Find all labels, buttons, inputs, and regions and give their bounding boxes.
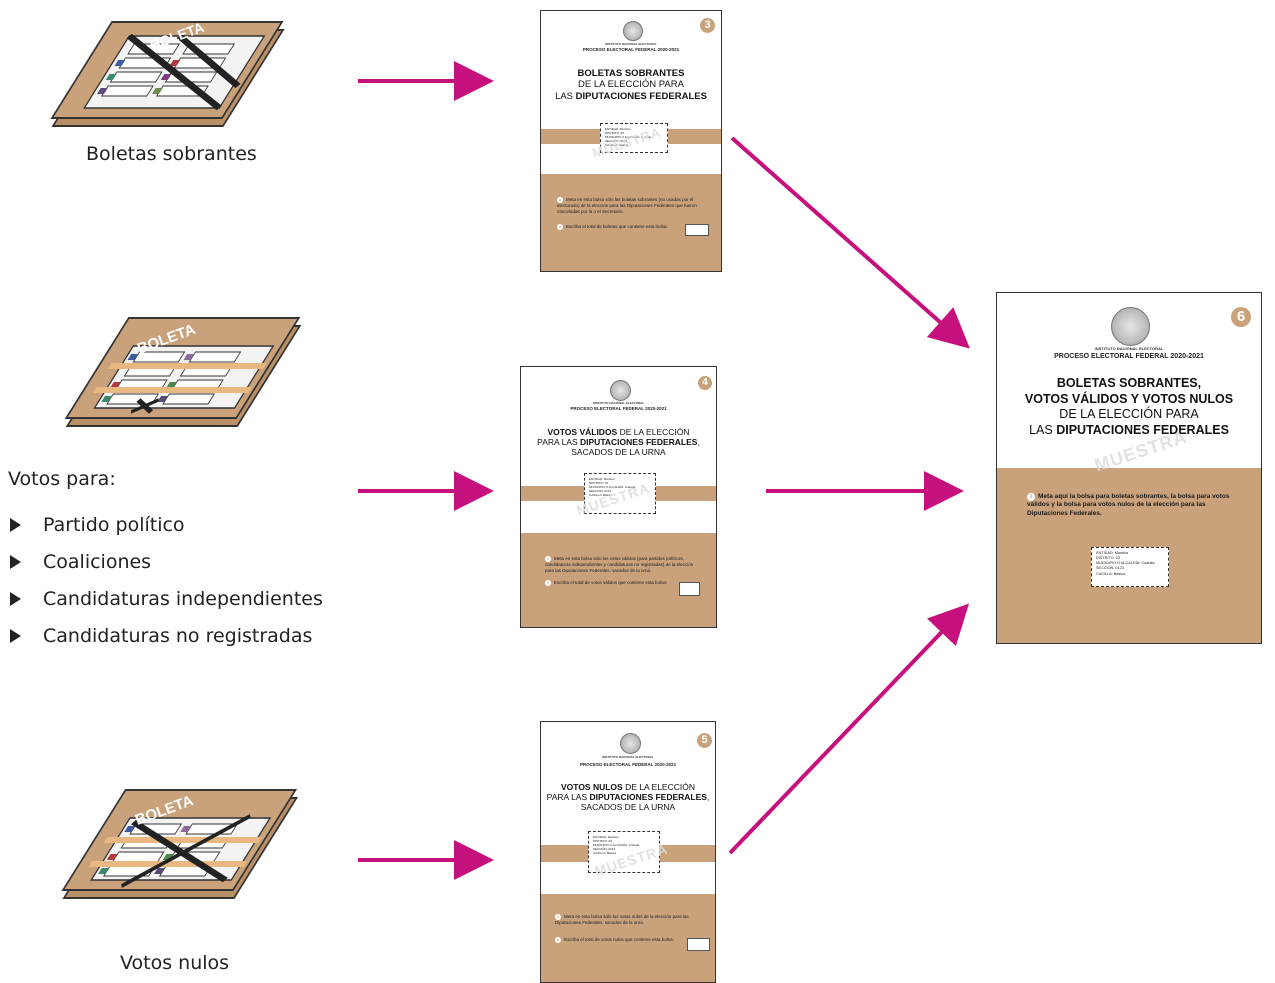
label-boletas-sobrantes: Boletas sobrantes bbox=[86, 143, 257, 165]
bag-number-badge: 4 bbox=[698, 376, 712, 390]
bag-6-combined: 6 INSTITUTO NACIONAL ELECTORAL PROCESO E… bbox=[996, 292, 1262, 644]
list-item: Partido político bbox=[10, 506, 323, 543]
triangle-bullet-icon bbox=[10, 591, 21, 606]
total-input-box bbox=[685, 224, 709, 236]
bag-title: BOLETAS SOBRANTES DE LA ELECCIÓN PARA LA… bbox=[555, 68, 707, 102]
triangle-bullet-icon bbox=[10, 554, 21, 569]
list-item: Coaliciones bbox=[10, 543, 323, 580]
ballot-stack-nulos-illustration: BOLETA bbox=[61, 789, 299, 899]
bag-title: BOLETAS SOBRANTES, VOTOS VÁLIDOS Y VOTOS… bbox=[1024, 376, 1234, 437]
triangle-bullet-icon bbox=[10, 628, 21, 643]
bag-5-votos-nulos: 5 INSTITUTO NACIONAL ELECTORAL PROCESO E… bbox=[540, 721, 716, 983]
bag-title: VOTOS NULOS DE LA ELECCIÓN PARA LAS DIPU… bbox=[546, 782, 710, 813]
list-item: Candidaturas independientes bbox=[10, 580, 323, 617]
arrow-bag3-to-bag6 bbox=[730, 136, 970, 349]
bag-4-votos-validos: 4 INSTITUTO NACIONAL ELECTORAL PROCESO E… bbox=[520, 366, 717, 628]
total-input-box bbox=[687, 938, 710, 951]
coat-of-arms-icon bbox=[610, 380, 631, 401]
label-votos-para: Votos para: bbox=[8, 468, 116, 490]
ballot-stack-validos-illustration: BOLETA bbox=[64, 317, 302, 427]
coat-of-arms-icon bbox=[620, 733, 641, 754]
vote-types-list: Partido político Coaliciones Candidatura… bbox=[10, 506, 323, 654]
bag-title: VOTOS VÁLIDOS DE LA ELECCIÓN PARA LAS DI… bbox=[537, 427, 700, 458]
bag-number-badge: 5 bbox=[697, 733, 712, 748]
total-input-box bbox=[679, 582, 700, 596]
triangle-bullet-icon bbox=[10, 517, 21, 532]
coat-of-arms-icon bbox=[1111, 307, 1150, 346]
arrow-bag5-to-bag6 bbox=[728, 603, 970, 855]
bag-3-boletas-sobrantes: 3 INSTITUTO NACIONAL ELECTORAL PROCESO E… bbox=[540, 10, 722, 272]
ballot-stack-sobrantes-illustration: BOLETA bbox=[50, 19, 285, 127]
list-item: Candidaturas no registradas bbox=[10, 617, 323, 654]
bag-number-badge: 6 bbox=[1231, 307, 1251, 327]
label-votos-nulos: Votos nulos bbox=[120, 952, 230, 974]
bag-number-badge: 3 bbox=[700, 18, 715, 33]
coat-of-arms-icon bbox=[623, 21, 643, 41]
